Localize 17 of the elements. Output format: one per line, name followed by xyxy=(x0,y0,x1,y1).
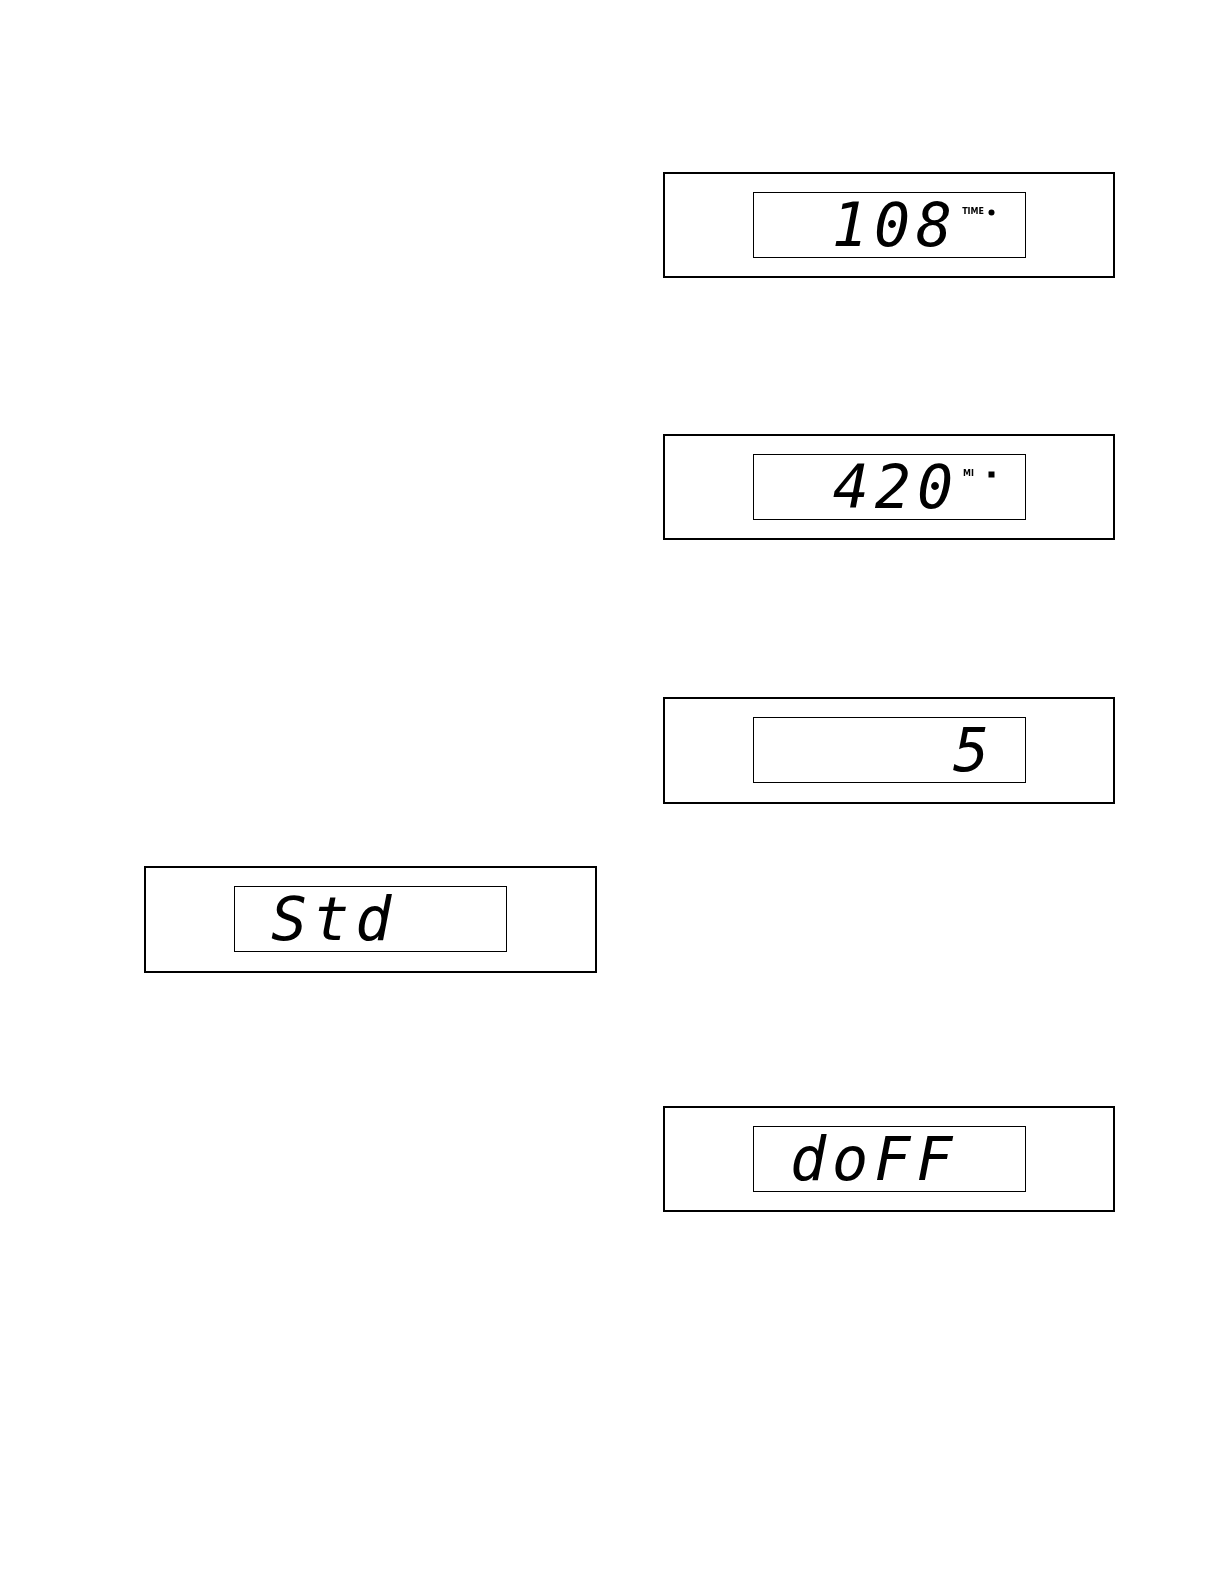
lcd-display xyxy=(753,454,1026,520)
display-readout: doFF xyxy=(790,1129,959,1189)
display-frame xyxy=(663,434,1115,540)
display-readout: 108 xyxy=(831,195,959,255)
display-readout: 5 xyxy=(952,720,995,780)
display-frame xyxy=(663,697,1115,804)
lcd-display xyxy=(753,192,1026,258)
unit-label: TIME xyxy=(962,207,984,216)
unit-label: MI xyxy=(963,469,974,478)
display-frame xyxy=(663,172,1115,278)
display-readout: 420 xyxy=(832,457,960,517)
display-frame xyxy=(144,866,597,973)
display-readout: Std xyxy=(271,889,398,949)
lcd-display xyxy=(753,717,1026,783)
lcd-display xyxy=(234,886,507,952)
lcd-display xyxy=(753,1126,1026,1192)
display-frame xyxy=(663,1106,1115,1212)
